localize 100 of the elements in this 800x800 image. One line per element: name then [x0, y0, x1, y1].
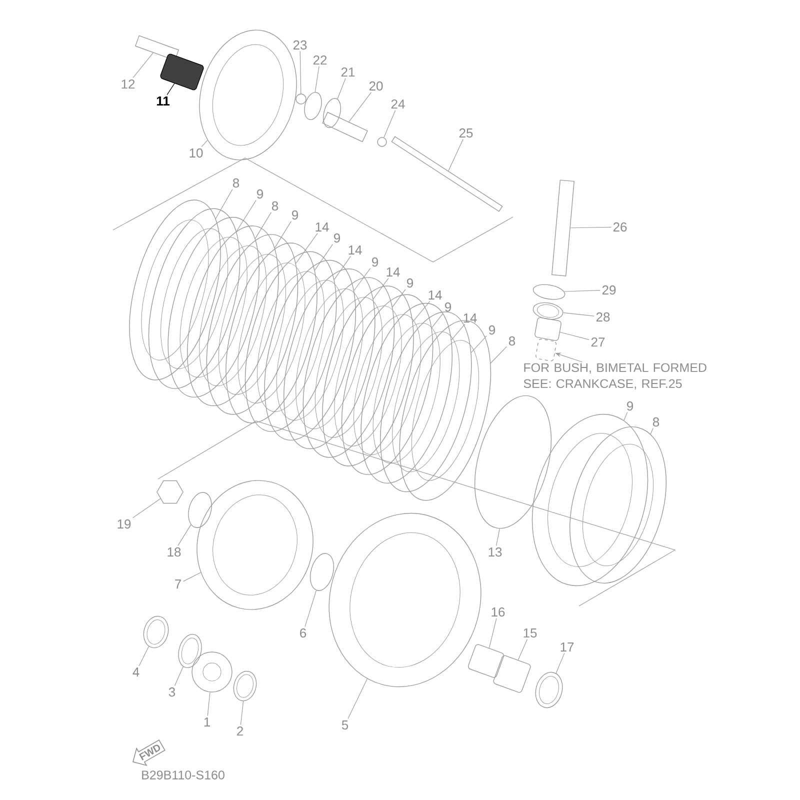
callout-number: 14	[348, 246, 362, 254]
callout-number: 7	[175, 580, 181, 588]
callout-number: 24	[391, 99, 405, 109]
leader-line	[518, 638, 528, 660]
callout-number: 21	[341, 67, 355, 77]
leader-line	[451, 324, 466, 340]
callout-number: 17	[560, 642, 574, 652]
leader-line	[207, 692, 210, 716]
callout-number: 19	[118, 519, 131, 529]
washer	[178, 634, 202, 668]
leader-line	[373, 278, 389, 300]
leader-line	[348, 678, 368, 720]
clutch-plate	[187, 226, 279, 406]
leader-line	[431, 313, 444, 328]
callout-number: 9	[627, 401, 634, 411]
clutch-plate	[264, 260, 356, 440]
leader-line	[384, 110, 396, 138]
leader-line	[650, 428, 654, 434]
leader-line	[337, 78, 346, 100]
nut	[156, 480, 184, 504]
callout-number: 3	[168, 687, 176, 697]
leader-line	[314, 66, 320, 92]
callout-number: 8	[652, 417, 660, 427]
leader-line	[560, 332, 590, 340]
lock-washer	[188, 492, 212, 528]
leader-line	[564, 290, 600, 292]
callout-number: 9	[407, 278, 413, 288]
leader-line	[254, 212, 272, 239]
leader-line	[304, 590, 317, 627]
leader-line	[236, 200, 256, 232]
leader-line	[496, 528, 500, 546]
callout-number: 9	[445, 302, 451, 312]
leader-line	[392, 289, 406, 308]
leader-line	[138, 646, 150, 666]
clutch-plate	[302, 277, 394, 458]
spring	[160, 54, 204, 90]
bearing	[323, 98, 341, 128]
ball	[377, 137, 387, 147]
gear	[192, 652, 232, 692]
friction-plate	[570, 426, 666, 584]
oil-seal	[532, 302, 564, 320]
push-rod	[391, 136, 503, 212]
leader-line	[448, 139, 464, 172]
callout-number: 23	[293, 40, 307, 50]
callout-number: 11	[156, 96, 170, 106]
callout-number: 14	[386, 268, 400, 276]
leader-line	[166, 83, 175, 96]
collar	[233, 670, 257, 702]
friction-plate	[129, 200, 221, 380]
callout-number: 9	[489, 325, 495, 335]
callout-number: 13	[488, 547, 502, 557]
lever-shaft	[552, 180, 574, 276]
callout-number: 20	[369, 81, 383, 91]
callout-number: 8	[508, 336, 516, 346]
callout-number: 14	[464, 314, 477, 322]
washer	[310, 553, 334, 591]
callout-number: 14	[316, 222, 329, 232]
leader-line	[334, 256, 351, 280]
leader-line	[570, 226, 612, 228]
leader-line	[300, 51, 302, 94]
callout-number: 22	[313, 55, 327, 65]
callout-number: 8	[232, 178, 240, 188]
callout-number: 8	[272, 201, 278, 211]
ring	[532, 284, 566, 300]
callout-number: 5	[342, 720, 348, 730]
callout-number: 9	[257, 189, 263, 199]
callout-number: 9	[334, 233, 340, 243]
clutch-plate	[148, 208, 240, 389]
wire-ring	[474, 395, 552, 529]
clutch-housing	[328, 513, 482, 688]
friction-plate	[168, 216, 260, 398]
leader-line	[488, 618, 497, 648]
callout-number: 29	[602, 285, 616, 295]
washer	[535, 672, 563, 708]
leader-line	[470, 335, 487, 353]
callout-number: 18	[168, 547, 181, 557]
callout-number: 1	[204, 718, 210, 726]
leader-line	[178, 524, 192, 546]
leader-line	[490, 346, 507, 364]
friction-plate	[206, 234, 298, 415]
callout-number: 4	[132, 668, 140, 676]
callout-number: 28	[596, 312, 610, 322]
friction-plate	[245, 251, 337, 432]
bearing	[534, 317, 562, 341]
leader-line	[562, 312, 594, 316]
leader-line	[240, 700, 244, 726]
leader-line	[354, 268, 371, 291]
leader-line	[174, 666, 184, 686]
leader-line	[132, 498, 161, 518]
clutch-plate	[226, 242, 318, 424]
leader-line	[215, 189, 233, 219]
callout-number: 26	[613, 222, 627, 232]
leader-line	[132, 52, 154, 78]
leader-line	[556, 652, 565, 674]
clutch-plate	[532, 414, 648, 586]
needle-bearing	[493, 655, 531, 693]
callout-number: 6	[300, 628, 306, 638]
leader-line	[274, 221, 292, 248]
callout-number: 9	[292, 210, 298, 220]
note-text: FOR BUSH, BIMETAL FORMED SEE: CRANKCASE, REF.25	[524, 363, 706, 390]
